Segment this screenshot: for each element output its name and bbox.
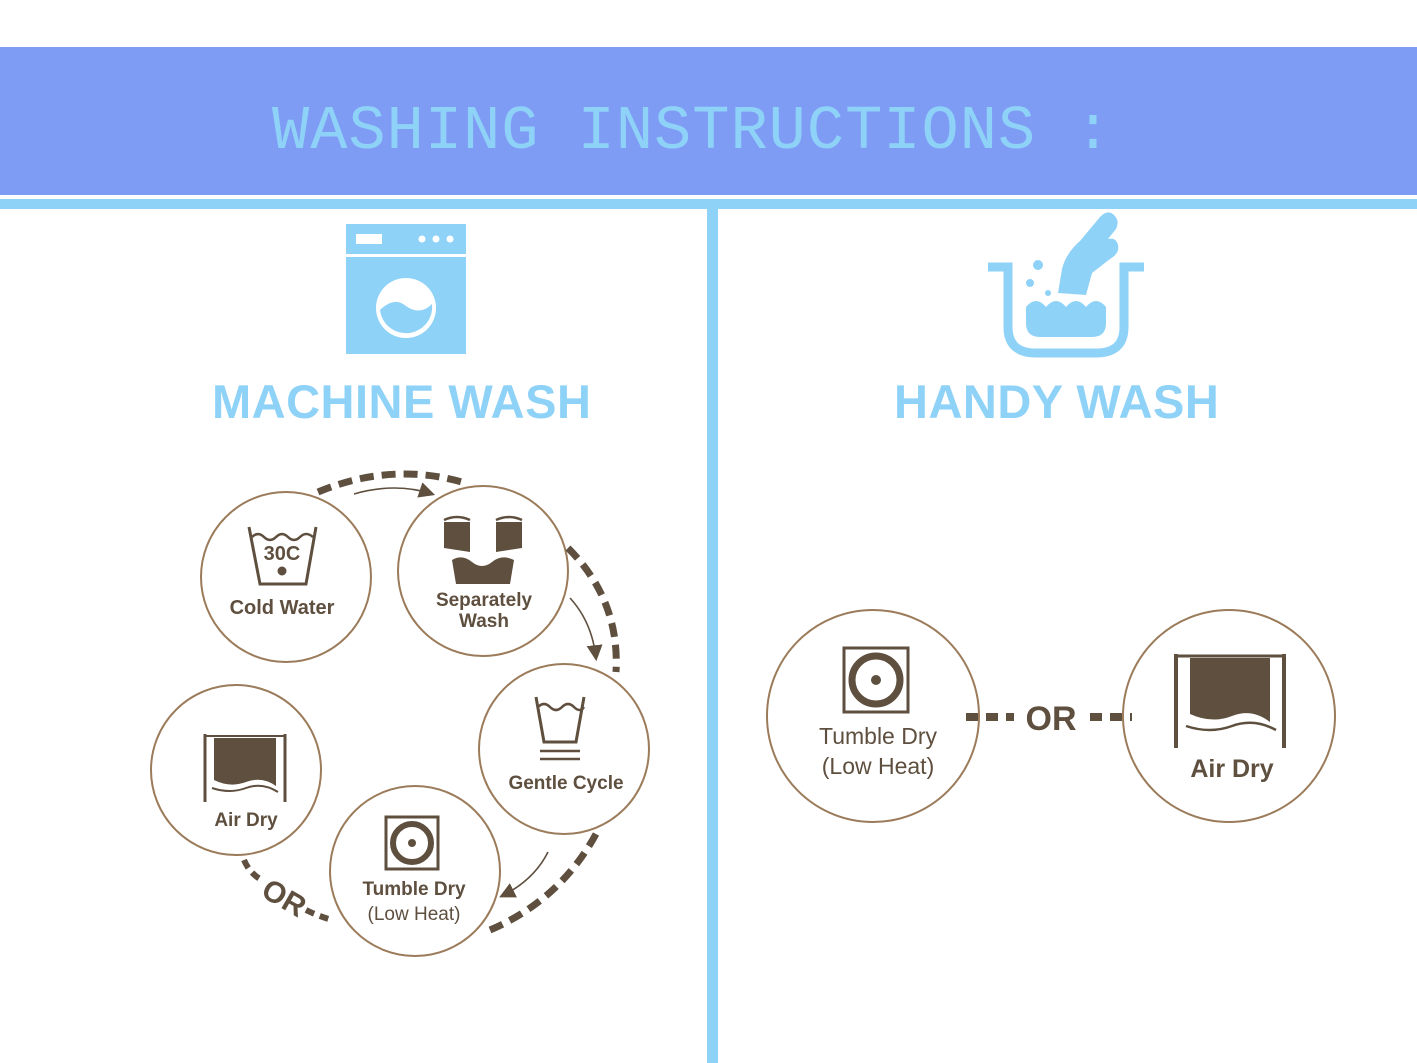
hand-tumble-dry-label-line2: (Low Heat) bbox=[822, 753, 934, 779]
air-dry-label: Air Dry bbox=[214, 810, 278, 831]
air-dry-icon bbox=[203, 734, 287, 802]
cold-water-temp: 30C bbox=[264, 543, 301, 565]
hand-wash-title: HANDY WASH bbox=[894, 375, 1220, 428]
step-circle-tumble-dry bbox=[329, 785, 501, 957]
step-circle-cold-water bbox=[200, 491, 372, 663]
dashed-connector-3 bbox=[488, 832, 600, 934]
washing-machine-icon bbox=[346, 224, 466, 354]
air-dry-icon bbox=[1174, 654, 1286, 748]
or-label-hand: OR bbox=[1026, 700, 1077, 738]
dashed-connector-2 bbox=[565, 545, 620, 673]
gentle-cycle-icon bbox=[534, 696, 586, 761]
separate-wash-icon bbox=[443, 515, 523, 584]
hand-tumble-dry-label-line1: Tumble Dry bbox=[819, 723, 937, 749]
wash-30c-icon bbox=[247, 526, 318, 586]
or-label-machine: OR bbox=[256, 873, 312, 924]
hand-wash-icon bbox=[988, 212, 1144, 358]
tumble-dry-icon bbox=[842, 646, 910, 714]
flow-arrow-1 bbox=[353, 482, 436, 498]
separately-wash-label-line2: Wash bbox=[459, 611, 509, 632]
hand-air-dry-label: Air Dry bbox=[1190, 755, 1273, 783]
machine-wash-title: MACHINE WASH bbox=[212, 375, 592, 428]
dashed-connector-or-right bbox=[304, 907, 333, 923]
tumble-dry-icon bbox=[384, 815, 440, 871]
tumble-dry-label-line2: (Low Heat) bbox=[368, 904, 461, 925]
column-divider bbox=[707, 199, 718, 1063]
cold-water-label: Cold Water bbox=[230, 597, 335, 619]
hand-circle-tumble-dry bbox=[766, 609, 980, 823]
flow-arrow-3 bbox=[499, 851, 549, 898]
dashed-connector-1 bbox=[316, 470, 463, 496]
dashed-connector-or-left bbox=[241, 858, 264, 883]
tumble-dry-label-line1: Tumble Dry bbox=[362, 879, 466, 900]
step-circle-gentle-cycle bbox=[478, 663, 650, 835]
page-title: WASHING INSTRUCTIONS : bbox=[272, 96, 1113, 167]
flow-arrow-2 bbox=[569, 597, 603, 662]
header-banner bbox=[0, 47, 1417, 195]
separately-wash-label-line1: Separately bbox=[436, 590, 533, 611]
gentle-cycle-label: Gentle Cycle bbox=[508, 773, 623, 794]
